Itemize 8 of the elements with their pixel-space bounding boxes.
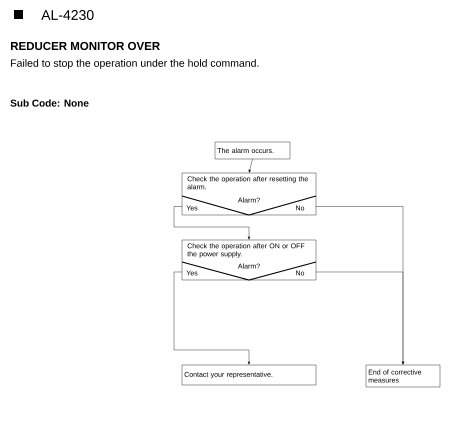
arrow bbox=[316, 272, 404, 365]
arrow bbox=[174, 206, 250, 240]
arrow bbox=[174, 272, 250, 365]
heading: AL-4230 bbox=[41, 10, 94, 20]
sub-code-text: Sub Code: None bbox=[10, 99, 89, 107]
arrow bbox=[248, 158, 253, 173]
subheading: REDUCER MONITOR OVER bbox=[10, 42, 160, 50]
description-text: Failed to stop the operation under the hold command. bbox=[11, 59, 258, 69]
